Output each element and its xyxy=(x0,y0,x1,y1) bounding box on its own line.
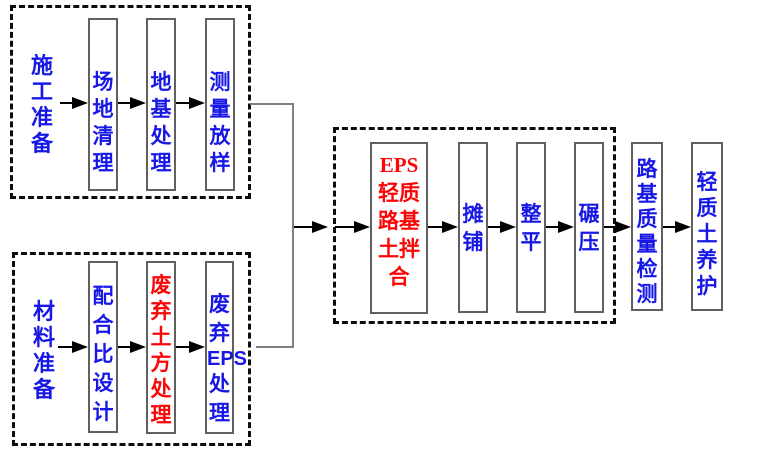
eps-mixing-line-2: 轻质 xyxy=(378,181,420,205)
box-rolling: 碾压 xyxy=(574,142,604,313)
arrow-paving-to-leveling-head xyxy=(500,221,516,233)
arrow-paving-to-leveling-stem xyxy=(488,226,501,228)
eps-mixing-line-4: 土拌 xyxy=(378,237,420,261)
arrow-mix-to-wastesoil-head xyxy=(130,341,146,353)
box-waste-eps-disposal: 废弃 EPS 处理 xyxy=(205,261,247,434)
box-lightweight-soil-curing: 轻质土养护 xyxy=(691,142,723,311)
construction-prep-group-frame xyxy=(10,5,251,199)
arrow-leveling-to-rolling-stem xyxy=(546,226,559,228)
arrow-group-to-epsmix-stem xyxy=(335,226,354,228)
arrow-site-to-foundation-stem xyxy=(118,102,132,104)
arrow-connector-to-group-stem xyxy=(294,226,313,228)
construction-prep-label: 施工准备 xyxy=(30,53,53,156)
arrow-foundation-to-survey-stem xyxy=(176,102,191,104)
material-prep-label: 材料准备 xyxy=(32,299,55,402)
box-site-clearing: 场地清理 xyxy=(88,18,118,191)
box-quality-inspection: 路基质量检测 xyxy=(631,142,663,311)
arrow-material-to-mix-head xyxy=(72,341,88,353)
arrow-group-to-epsmix-head xyxy=(354,221,370,233)
connector-bottom-horizontal xyxy=(256,346,294,348)
arrow-leveling-to-rolling-head xyxy=(558,221,574,233)
arrow-mix-to-wastesoil-stem xyxy=(118,346,132,348)
arrow-wastesoil-to-wasteeps-head xyxy=(189,341,205,353)
arrow-prep-to-site-stem xyxy=(60,102,74,104)
connector-top-horizontal xyxy=(250,103,294,105)
arrow-epsmix-to-paving-head xyxy=(442,221,458,233)
box-leveling: 整平 xyxy=(516,142,546,313)
box-survey-layout: 测量放样 xyxy=(205,18,235,191)
arrow-material-to-mix-stem xyxy=(58,346,74,348)
arrow-inspection-to-curing-stem xyxy=(663,226,676,228)
arrow-rolling-to-inspection-stem xyxy=(604,226,616,228)
arrow-prep-to-site-head xyxy=(72,97,88,109)
arrow-wastesoil-to-wasteeps-stem xyxy=(176,346,191,348)
eps-mixing-line-5: 合 xyxy=(388,265,410,289)
arrow-epsmix-to-paving-stem xyxy=(428,226,443,228)
arrow-inspection-to-curing-head xyxy=(675,221,691,233)
box-waste-soil-disposal: 废弃土方处理 xyxy=(146,261,176,434)
connector-vertical xyxy=(292,103,294,348)
arrow-connector-to-group-head xyxy=(312,221,328,233)
main-process-group-frame xyxy=(333,127,616,324)
waste-eps-pre: 废弃 xyxy=(209,292,230,345)
waste-eps-post: 处理 xyxy=(209,372,230,425)
waste-eps-em: EPS xyxy=(207,348,248,370)
eps-mixing-line-1: EPS xyxy=(379,153,419,177)
arrow-site-to-foundation-head xyxy=(130,97,146,109)
arrow-rolling-to-inspection-head xyxy=(615,221,631,233)
box-eps-mixing: EPS 轻质 路基 土拌 合 xyxy=(370,142,428,314)
box-paving: 摊铺 xyxy=(458,142,488,313)
box-foundation-treatment: 地基处理 xyxy=(146,18,176,191)
box-mix-design: 配合比设计 xyxy=(88,261,118,433)
eps-mixing-line-3: 路基 xyxy=(378,209,420,233)
material-prep-group-frame xyxy=(12,252,251,446)
arrow-foundation-to-survey-head xyxy=(189,97,205,109)
